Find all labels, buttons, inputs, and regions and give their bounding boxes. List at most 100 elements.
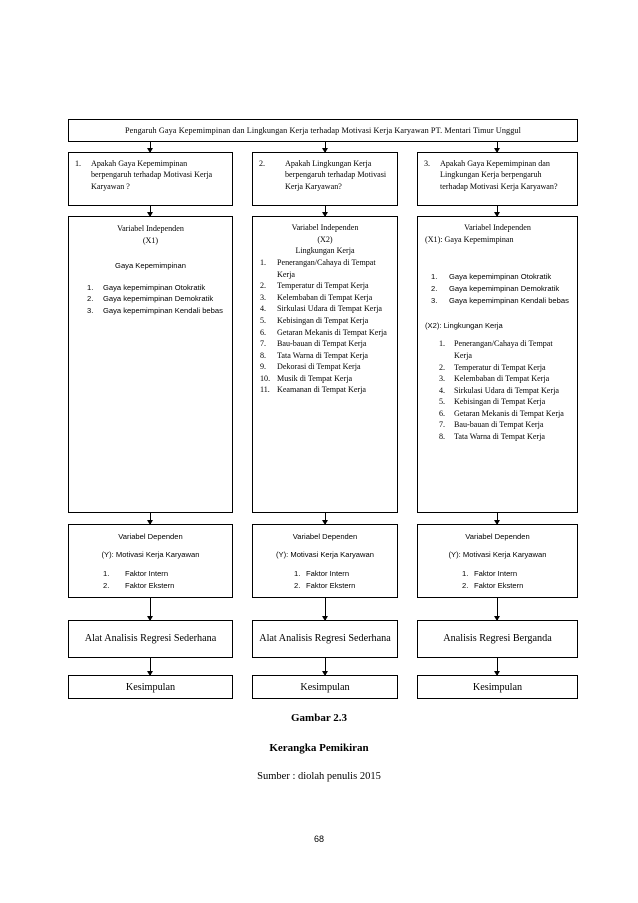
list-item: 5.Kebisingan di Tempat Kerja bbox=[439, 396, 570, 408]
list-number: 2. bbox=[294, 580, 301, 590]
list-number: 1. bbox=[103, 569, 110, 578]
question-number-2: 2. bbox=[259, 159, 266, 168]
list-text: Kelembaban di Tempat Kerja bbox=[454, 374, 550, 384]
arrow-dependent-1-to-analysis-1 bbox=[147, 598, 153, 621]
list-item: 2.Temperatur di Tempat Kerja bbox=[260, 280, 391, 292]
list-text: Kelembaban di Tempat Kerja bbox=[277, 292, 373, 302]
arrow-title-to-question-1 bbox=[147, 142, 153, 153]
list-item: 2.Faktor Ekstern bbox=[294, 580, 389, 592]
list-text: Dekorasi di Tempat Kerja bbox=[277, 362, 361, 372]
list-text: Sirkulasi Udara di Tempat Kerja bbox=[277, 304, 382, 314]
list-number: 2. bbox=[260, 281, 267, 291]
list-text: Faktor Intern bbox=[306, 569, 350, 578]
analysis-box-1: Alat Analisis Regresi Sederhana bbox=[68, 620, 233, 658]
list-number: 1. bbox=[431, 272, 438, 282]
list-item: 3. Gaya kepemimpinan Kendali bebas bbox=[87, 305, 224, 317]
dependent-variable-box-3: Variabel Dependen (Y): Motivasi Kerja Ka… bbox=[417, 524, 578, 598]
list-number: 1. bbox=[439, 339, 446, 349]
list-number: 8. bbox=[439, 431, 446, 441]
list-number: 6. bbox=[260, 327, 267, 337]
list-number: 1. bbox=[260, 258, 267, 268]
page-number: 68 bbox=[313, 834, 324, 844]
list-text: Gaya kepemimpinan Kendali bebas bbox=[103, 305, 223, 315]
independent-variable-box-3: Variabel Independen (X1): Gaya Kepemimpi… bbox=[417, 216, 578, 513]
list-number: 9. bbox=[260, 362, 267, 372]
figure-source: Sumber : diolah penulis 2015 bbox=[257, 771, 381, 782]
list-number: 2. bbox=[431, 284, 438, 293]
list-text: Tata Warna di Tempat Kerja bbox=[277, 350, 368, 360]
list-text: Gaya kepemimpinan Demokratik bbox=[449, 284, 560, 293]
conclusion-box-1: Kesimpulan bbox=[68, 675, 233, 699]
analysis-box-3: Analisis Regresi Berganda bbox=[417, 620, 578, 658]
list-item: 4. Sirkulasi Udara di Tempat Kerja bbox=[260, 303, 391, 315]
list-text: Getaran Mekanis di Tempat Kerja bbox=[277, 327, 387, 337]
list-number: 4. bbox=[260, 304, 267, 314]
list-text: Bau-bauan di Tempat Kerja bbox=[277, 339, 367, 349]
list-item: 2. Faktor Ekstern bbox=[103, 580, 224, 592]
list-text: Kebisingan di Tempat Kerja bbox=[277, 316, 369, 326]
independent-list-2: 1.Penerangan/Cahaya di Tempat Kerja 2.Te… bbox=[260, 257, 391, 396]
question-text-2: Apakah Lingkungan Kerja berpengaruh terh… bbox=[285, 159, 387, 191]
list-item: 1.Faktor Intern bbox=[462, 568, 569, 580]
conclusion-text-3: Kesimpulan bbox=[472, 681, 523, 693]
list-item: 7. Bau-bauan di Tempat Kerja bbox=[439, 419, 570, 431]
question-text-1: Apakah Gaya Kepemimpinan berpengaruh ter… bbox=[91, 159, 213, 191]
list-number: 7. bbox=[439, 420, 446, 430]
list-item: 10.Musik di Tempat Kerja bbox=[260, 373, 391, 385]
list-item: 2. Gaya kepemimpinan Demokratik bbox=[431, 283, 570, 295]
list-number: 7. bbox=[260, 339, 267, 349]
arrow-question-3-to-independent-3 bbox=[494, 206, 500, 217]
dependent-subheading-1: (Y): Motivasi Kerja Karyawan bbox=[101, 550, 200, 559]
independent-heading-2-line1: Variabel Independen bbox=[291, 223, 359, 232]
list-item: 1.Faktor Intern bbox=[103, 568, 224, 580]
list-number: 1. bbox=[87, 282, 94, 292]
list-item: 1.Penerangan/Cahaya di Tempat Kerja bbox=[260, 257, 391, 280]
arrow-analysis-1-to-conclusion-1 bbox=[147, 658, 153, 676]
list-number: 10. bbox=[260, 373, 271, 383]
arrow-dependent-2-to-analysis-2 bbox=[322, 598, 328, 621]
list-text: Gaya kepemimpinan Demokratik bbox=[103, 294, 214, 304]
question-box-3: 3. Apakah Gaya Kepemimpinan dan Lingkung… bbox=[417, 152, 578, 206]
independent-heading-2-line2: (X2) bbox=[317, 234, 333, 244]
analysis-text-3: Analisis Regresi Berganda bbox=[443, 633, 552, 645]
list-number: 3. bbox=[439, 374, 446, 384]
question-number-3: 3. bbox=[424, 159, 431, 168]
list-item: 5.Kebisingan di Tempat Kerja bbox=[260, 315, 391, 327]
arrow-title-to-question-2 bbox=[322, 142, 328, 153]
list-item: 1. Penerangan/Cahaya di Tempat Kerja bbox=[439, 338, 570, 361]
arrow-analysis-3-to-conclusion-3 bbox=[494, 658, 500, 676]
figure-number: Gambar 2.3 bbox=[290, 712, 348, 724]
dependent-variable-box-1: Variabel Dependen (Y): Motivasi Kerja Ka… bbox=[68, 524, 233, 598]
arrow-independent-3-to-dependent-3 bbox=[494, 513, 500, 525]
arrow-independent-1-to-dependent-1 bbox=[147, 513, 153, 525]
analysis-text-1: Alat Analisis Regresi Sederhana bbox=[84, 633, 217, 645]
list-number: 3. bbox=[87, 305, 94, 315]
list-number: 8. bbox=[260, 350, 267, 360]
list-text: Kebisingan di Tempat Kerja bbox=[454, 397, 546, 407]
conclusion-box-2: Kesimpulan bbox=[252, 675, 398, 699]
list-text: Faktor Ekstern bbox=[125, 580, 175, 590]
list-text: Temperatur di Tempat Kerja bbox=[454, 362, 546, 372]
question-box-1: 1. Apakah Gaya Kepemimpinan berpengaruh … bbox=[68, 152, 233, 206]
list-text: Penerangan/Cahaya di Tempat Kerja bbox=[454, 339, 553, 361]
list-number: 2. bbox=[103, 580, 110, 590]
list-number: 4. bbox=[439, 385, 446, 395]
list-number: 2. bbox=[462, 580, 469, 590]
arrow-analysis-2-to-conclusion-2 bbox=[322, 658, 328, 676]
list-text: Getaran Mekanis di Tempat Kerja bbox=[454, 408, 564, 418]
list-number: 3. bbox=[431, 295, 438, 305]
research-title-box: Pengaruh Gaya Kepemimpinan dan Lingkunga… bbox=[68, 119, 578, 142]
conclusion-box-3: Kesimpulan bbox=[417, 675, 578, 699]
dependent-list-2: 1.Faktor Intern 2.Faktor Ekstern bbox=[261, 568, 389, 592]
list-item: 3.Gaya kepemimpinan Kendali bebas bbox=[431, 295, 570, 307]
independent-subheading-1: Gaya Kepemimpinan bbox=[115, 261, 186, 271]
list-item: 8.Tata Warna di Tempat Kerja bbox=[439, 431, 570, 443]
figure-title: Kerangka Pemikiran bbox=[269, 742, 369, 754]
conclusion-text-2: Kesimpulan bbox=[300, 681, 350, 693]
independent-variable-box-1: Variabel Independen (X1) Gaya Kepemimpin… bbox=[68, 216, 233, 513]
list-text: Bau-bauan di Tempat Kerja bbox=[454, 420, 544, 430]
independent-heading-3-line1: Variabel Independen bbox=[464, 223, 531, 232]
list-number: 3. bbox=[260, 292, 267, 302]
list-text: Keamanan di Tempat Kerja bbox=[277, 385, 366, 395]
question-text-3: Apakah Gaya Kepemimpinan dan Lingkungan … bbox=[440, 159, 558, 191]
